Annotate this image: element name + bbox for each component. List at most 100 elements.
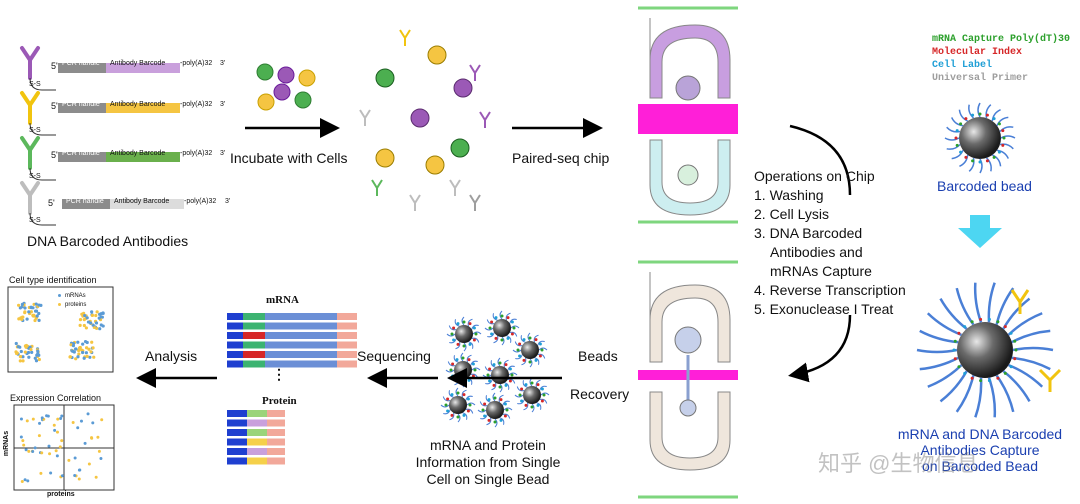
bead-oligo <box>454 319 460 327</box>
bead-oligo <box>465 395 473 401</box>
celltype-point <box>85 354 89 358</box>
antibodies-caption: DNA Barcoded Antibodies <box>27 233 189 249</box>
bead-oligo <box>453 355 459 363</box>
oligo-mark <box>957 331 961 335</box>
celltype-point <box>37 318 41 323</box>
bead-oligo <box>506 335 512 343</box>
cluster-bead <box>512 332 548 368</box>
bead-oligo <box>974 377 983 418</box>
bead-oligo <box>503 359 509 368</box>
oligo-mark <box>992 155 996 159</box>
bead-core <box>454 361 472 379</box>
correlation-point <box>48 452 52 456</box>
chip-label: Paired-seq chip <box>512 150 610 166</box>
bead-oligos <box>944 102 1016 174</box>
oligo-mark <box>516 348 520 352</box>
bead-oligo <box>490 360 496 368</box>
celltype-point <box>25 317 29 321</box>
celltype-point <box>84 326 88 330</box>
capture-bead <box>916 282 1062 418</box>
mrna-read-segment <box>337 360 357 368</box>
antibody-panel <box>20 46 184 226</box>
protein-read-segment <box>247 419 267 427</box>
oligo-mark <box>979 317 983 321</box>
celltype-point <box>20 302 25 306</box>
oligo-mark <box>466 409 470 413</box>
celltype-point <box>90 310 94 314</box>
single-bead-caption-line: Cell on Single Bead <box>426 471 550 487</box>
correlation-point <box>26 479 30 483</box>
bead-oligo <box>992 154 1002 167</box>
correlation-point <box>77 477 81 481</box>
oligo-mark <box>492 383 496 387</box>
bead-oligo <box>501 336 505 346</box>
bead-oligo <box>448 325 457 331</box>
bead-oligo <box>479 401 488 407</box>
oligo-mark <box>970 376 974 380</box>
bead-oligo <box>539 398 548 404</box>
oligo-mark <box>528 360 532 364</box>
correlation-point <box>55 430 59 434</box>
oligo-mark <box>487 418 491 422</box>
oligo-mark <box>488 367 492 371</box>
bead-oligo <box>521 357 527 366</box>
operations-title: Operations on Chip <box>754 168 875 184</box>
correlation-point <box>45 414 49 418</box>
celltype-point <box>80 348 84 352</box>
bead-oligo <box>977 102 981 118</box>
celltype-point <box>91 323 95 327</box>
capture-caption-line: Antibodies Capture <box>920 442 1040 458</box>
correlation-point <box>37 434 41 438</box>
bead-oligo <box>472 331 482 335</box>
antibody-row-3-five: 5' <box>51 150 58 160</box>
protein-read-segment <box>267 429 285 436</box>
oligo-mark <box>444 403 448 407</box>
bead-oligo <box>946 126 961 133</box>
protein-reads <box>227 410 285 465</box>
bead-oligo <box>465 408 474 414</box>
mrna-read-segment <box>265 313 337 320</box>
oligo-mark <box>1014 348 1018 352</box>
oligo-mark <box>505 408 509 412</box>
oligo-mark <box>955 143 959 147</box>
mrna-read-segment <box>227 313 243 320</box>
oligo-mark <box>518 354 522 358</box>
chip-bottom <box>638 260 738 499</box>
oligo-mark <box>955 129 959 133</box>
curved-arrow-in <box>789 124 852 196</box>
single-bead-caption-line: mRNA and Protein <box>430 437 546 453</box>
correlation-point <box>31 450 35 454</box>
bead-oligo <box>514 341 523 347</box>
antibody-row-3-barcode: Antibody Barcode <box>110 150 166 157</box>
mrna-reads <box>227 313 357 368</box>
antibody-row-4-barcode: Antibody Barcode <box>114 198 170 205</box>
bead-oligo <box>985 157 992 172</box>
oligo-mark <box>510 373 514 377</box>
protein-reads-label: Protein <box>262 395 297 407</box>
bead-oligo <box>461 389 467 398</box>
oligo-mark <box>456 322 460 326</box>
mrna-read-segment <box>243 351 265 358</box>
bead-oligo <box>944 137 960 141</box>
oligo-mark <box>452 326 456 330</box>
celltype-point <box>84 351 88 355</box>
oligo-mark <box>450 413 454 417</box>
oligo-mark <box>1001 129 1005 133</box>
celltype-point <box>82 318 86 322</box>
sequencing-label: Sequencing <box>357 348 431 364</box>
mrna-read-segment <box>265 332 337 339</box>
celltype-point <box>34 302 38 306</box>
bead-oligo <box>497 357 501 367</box>
celltype-point <box>76 355 80 359</box>
correlation-point <box>33 446 37 450</box>
oligo-mark <box>536 383 540 387</box>
celltype-point <box>15 351 19 355</box>
cluster-bead <box>440 387 476 423</box>
antibody-row-1-five: 5' <box>51 61 58 71</box>
antibody-row-4-three: 3' <box>225 198 231 205</box>
celltype-point <box>85 340 89 345</box>
correlation-point <box>55 454 59 458</box>
bead-oligo <box>533 334 539 343</box>
correlation-point <box>58 445 62 449</box>
